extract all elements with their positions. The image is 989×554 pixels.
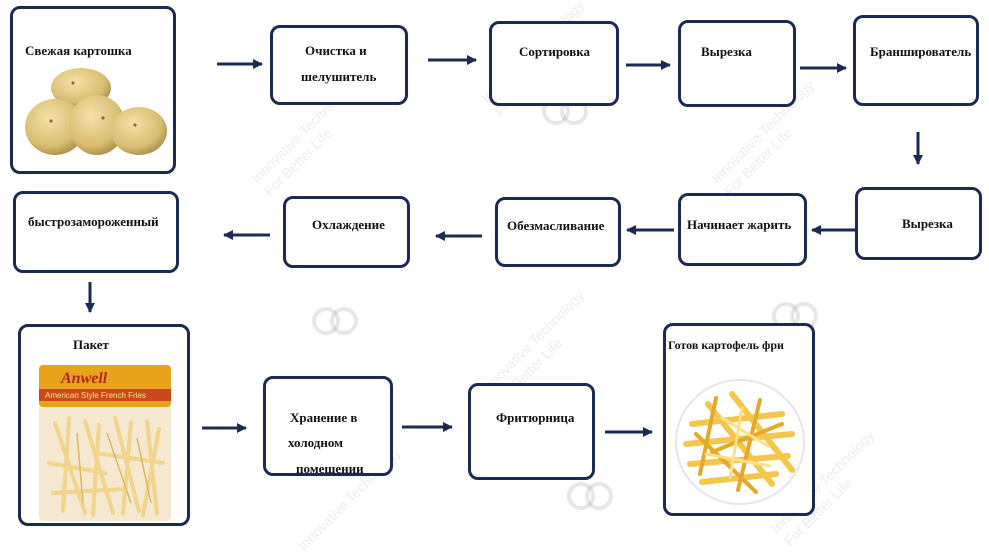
step-ready-fries: Готов картофель фри: [663, 323, 815, 516]
step-label: быстрозамороженный: [28, 214, 159, 229]
step-label: Вырезка: [902, 216, 953, 231]
step-label: Готов картофель фри: [668, 338, 784, 352]
french-fries-image: [675, 379, 805, 505]
step-quick-frozen: быстрозамороженный: [13, 191, 179, 273]
step-sorting: Сортировка: [489, 21, 619, 106]
step-cooling: Охлаждение: [283, 196, 410, 268]
step-frying: Начинает жарить: [678, 193, 807, 266]
step-fryer: Фритюрница: [468, 383, 595, 480]
step-label: Вырезка: [701, 44, 752, 59]
step-label: Сортировка: [519, 44, 591, 59]
step-label: Пакет: [73, 337, 109, 352]
potatoes-image: [25, 68, 167, 155]
watermark-logo-icon: [567, 482, 613, 510]
step-fresh-potato: Свежая картошка: [10, 6, 176, 174]
step-deoiling: Обезмасливание: [495, 197, 621, 267]
watermark-logo-icon: [312, 307, 358, 335]
step-label: Фритюрница: [496, 410, 575, 425]
step-label: Обезмасливание: [507, 218, 605, 233]
package-caption-text: American Style French Fries: [45, 391, 146, 400]
step-cutting-2: Вырезка: [855, 187, 982, 260]
step-label: Свежая картошка: [25, 43, 132, 58]
step-label: Бранширователь: [870, 44, 972, 59]
step-cutting-1: Вырезка: [678, 20, 796, 107]
step-label: Охлаждение: [312, 217, 385, 232]
step-peeler: Очистка и шелушитель: [270, 25, 408, 105]
step-label: Очистка и шелушитель: [301, 43, 377, 84]
step-label: Начинает жарить: [687, 217, 792, 232]
step-label: Хранение в холодном помещении: [288, 410, 364, 476]
step-cold-storage: Хранение в холодном помещении: [263, 376, 393, 476]
step-package: Пакет Anwell American Style French Fries: [18, 324, 190, 526]
package-brand-text: Anwell: [60, 370, 108, 387]
flow-arrows: [85, 55, 923, 437]
fries-package-image: Anwell American Style French Fries: [39, 365, 171, 521]
step-blancher: Бранширователь: [853, 15, 979, 106]
